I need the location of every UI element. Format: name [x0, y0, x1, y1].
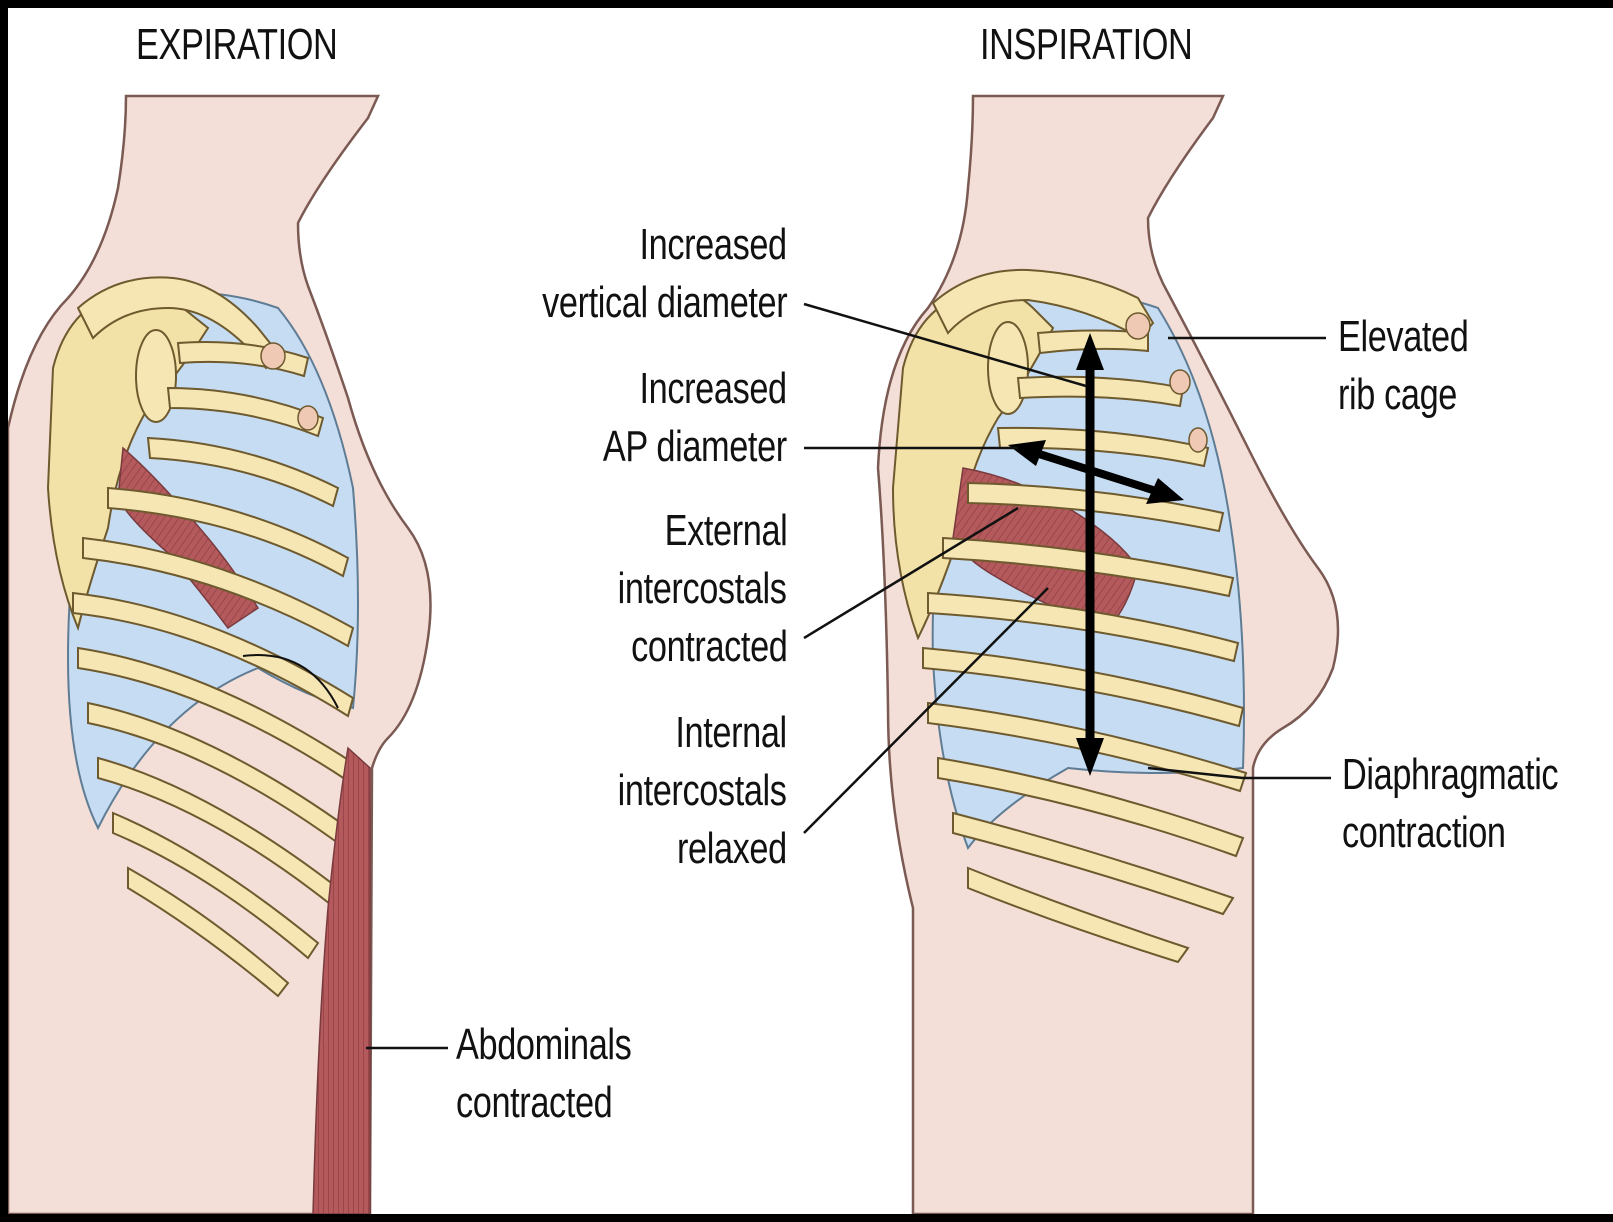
label-internal-line1: Internal	[676, 704, 787, 762]
label-elevated-line2: rib cage	[1338, 366, 1457, 424]
inspiration-title: INSPIRATION	[980, 16, 1192, 74]
label-diaphragm-line1: Diaphragmatic	[1342, 746, 1558, 804]
label-ap-line1: Increased	[640, 360, 787, 418]
figure-panel: EXPIRATION INSPIRATION Increased vertica…	[8, 8, 1613, 1214]
expiration-figure	[8, 96, 431, 1214]
label-external-line3: contracted	[631, 618, 787, 676]
inspiration-figure	[878, 96, 1338, 1214]
label-elevated-line1: Elevated	[1338, 308, 1468, 366]
label-diaphragm-line2: contraction	[1342, 804, 1506, 862]
label-vertical-line2: vertical diameter	[542, 274, 787, 332]
label-abdominals-line2: contracted	[456, 1074, 612, 1132]
label-internal-line3: relaxed	[677, 820, 787, 878]
label-abdominals-line1: Abdominals	[456, 1016, 631, 1074]
label-ap-line2: AP diameter	[603, 418, 787, 476]
expiration-title: EXPIRATION	[136, 16, 337, 74]
label-external-line1: External	[664, 502, 787, 560]
label-vertical-line1: Increased	[640, 216, 787, 274]
label-external-line2: intercostals	[618, 560, 787, 618]
label-internal-line2: intercostals	[618, 762, 787, 820]
anatomy-illustration	[8, 8, 1613, 1214]
